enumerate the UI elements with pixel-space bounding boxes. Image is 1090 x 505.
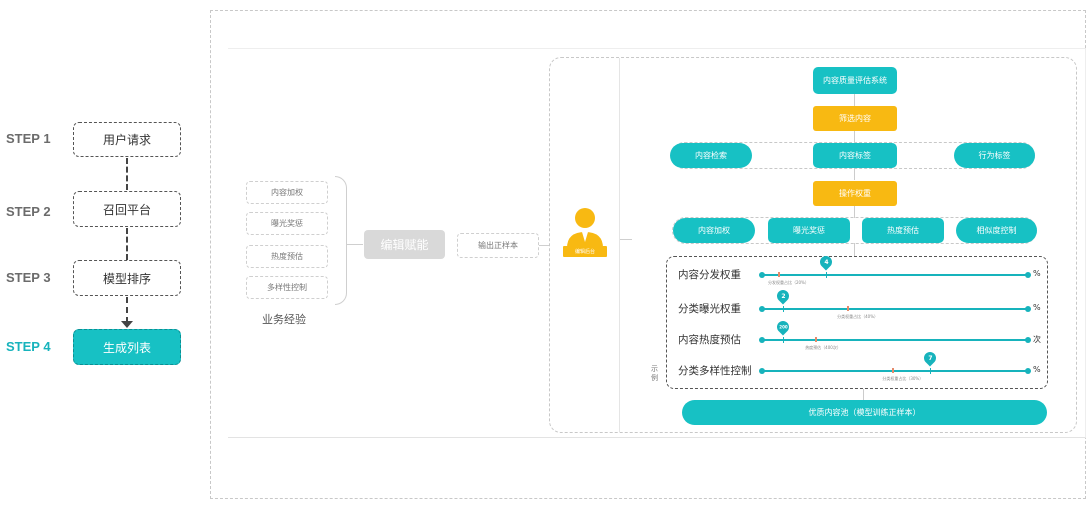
slider-unit: % [1033,365,1041,374]
slider-end-dot [1025,272,1031,278]
tags-node[interactable]: 内容标签 [813,143,897,168]
example-panel [666,256,1048,389]
slider-start-dot [759,368,765,374]
step-3-box[interactable]: 模型排序 [73,260,181,296]
step-connector [126,228,128,260]
flow-line [854,206,855,218]
slider-value: 4 [823,258,828,266]
slider-end-dot [1025,368,1031,374]
quality-system-node[interactable]: 内容质量评估系统 [813,67,897,94]
slider-track [762,339,1028,341]
connector-line [620,239,632,240]
slider-tick [783,306,785,312]
experience-item: 曝光奖惩 [246,212,328,235]
slider-track [762,274,1028,276]
arrow-down-icon [121,321,133,328]
experience-caption: 业务经验 [262,313,306,326]
flow-line [854,168,855,180]
slider-track [762,370,1028,372]
ops-node-similarity[interactable]: 相似度控制 [956,218,1037,243]
flow-line [863,389,864,400]
user-icon [567,208,603,248]
connector-line [539,245,549,246]
behavior-node[interactable]: 行为标签 [954,143,1035,168]
step-1-label: STEP 1 [6,131,51,146]
slider-tick [825,272,827,278]
connector-line [347,244,363,245]
slider-tick [929,368,931,374]
filter-node[interactable]: 筛选内容 [813,106,897,131]
flow-line [854,131,855,143]
slider-note: 分类权重占比（40%） [837,314,878,319]
slider-value: 7 [927,354,932,362]
flow-line [854,243,855,257]
step-4-box[interactable]: 生成列表 [73,329,181,365]
quality-pool-node[interactable]: 优质内容池（模型训练正样本） [682,400,1047,425]
slider-note: 热度预估（400次） [805,345,841,350]
step-1-box[interactable]: 用户请求 [73,122,181,157]
editor-label: 编辑后台 [563,246,607,257]
step-2-label: STEP 2 [6,204,51,219]
slider-tick [783,337,785,343]
experience-item: 内容加权 [246,181,328,204]
enable-button[interactable]: 编辑赋能 [364,230,445,259]
step-4-label: STEP 4 [6,339,51,354]
slider-track [762,308,1028,310]
inner-frame [228,48,1086,438]
example-row-label: 内容热度预估 [678,334,741,346]
note-tick [815,337,818,342]
example-side-label: 示例 [651,365,658,382]
note-tick [847,306,850,311]
ops-node-heat[interactable]: 热度预估 [862,218,944,243]
ops-node-weight[interactable]: 内容加权 [673,218,755,243]
output-sample-box: 输出正样本 [457,233,539,258]
slider-unit: % [1033,303,1041,312]
slider-note: 分类权重占比（30%） [882,376,924,381]
weighting-node[interactable]: 操作权重 [813,181,897,206]
experience-item: 热度预估 [246,245,328,268]
step-connector [126,158,128,190]
slider-end-dot [1025,306,1031,312]
note-tick [892,368,895,373]
example-row-label: 内容分发权重 [678,269,741,281]
slider-note: 分发权重占比（20%） [767,280,809,285]
search-node[interactable]: 内容检索 [670,143,752,168]
step-2-box[interactable]: 召回平台 [73,191,181,227]
ops-node-exposure[interactable]: 曝光奖惩 [768,218,850,243]
example-row-label: 分类多样性控制 [678,365,752,377]
slider-value: 2 [781,292,786,300]
slider-unit: % [1033,269,1041,278]
step-3-label: STEP 3 [6,270,51,285]
flow-line [854,94,855,106]
step-connector [126,297,128,323]
slider-start-dot [759,306,765,312]
slider-start-dot [759,272,765,278]
note-tick [777,272,780,277]
bracket [335,176,347,305]
example-row-label: 分类曝光权重 [678,303,741,315]
panel-divider [619,58,620,432]
experience-item: 多样性控制 [246,276,328,299]
slider-start-dot [759,337,765,343]
process-panel [549,57,1077,433]
slider-value: 200 [779,324,788,330]
slider-unit: 次 [1033,335,1041,344]
slider-end-dot [1025,337,1031,343]
